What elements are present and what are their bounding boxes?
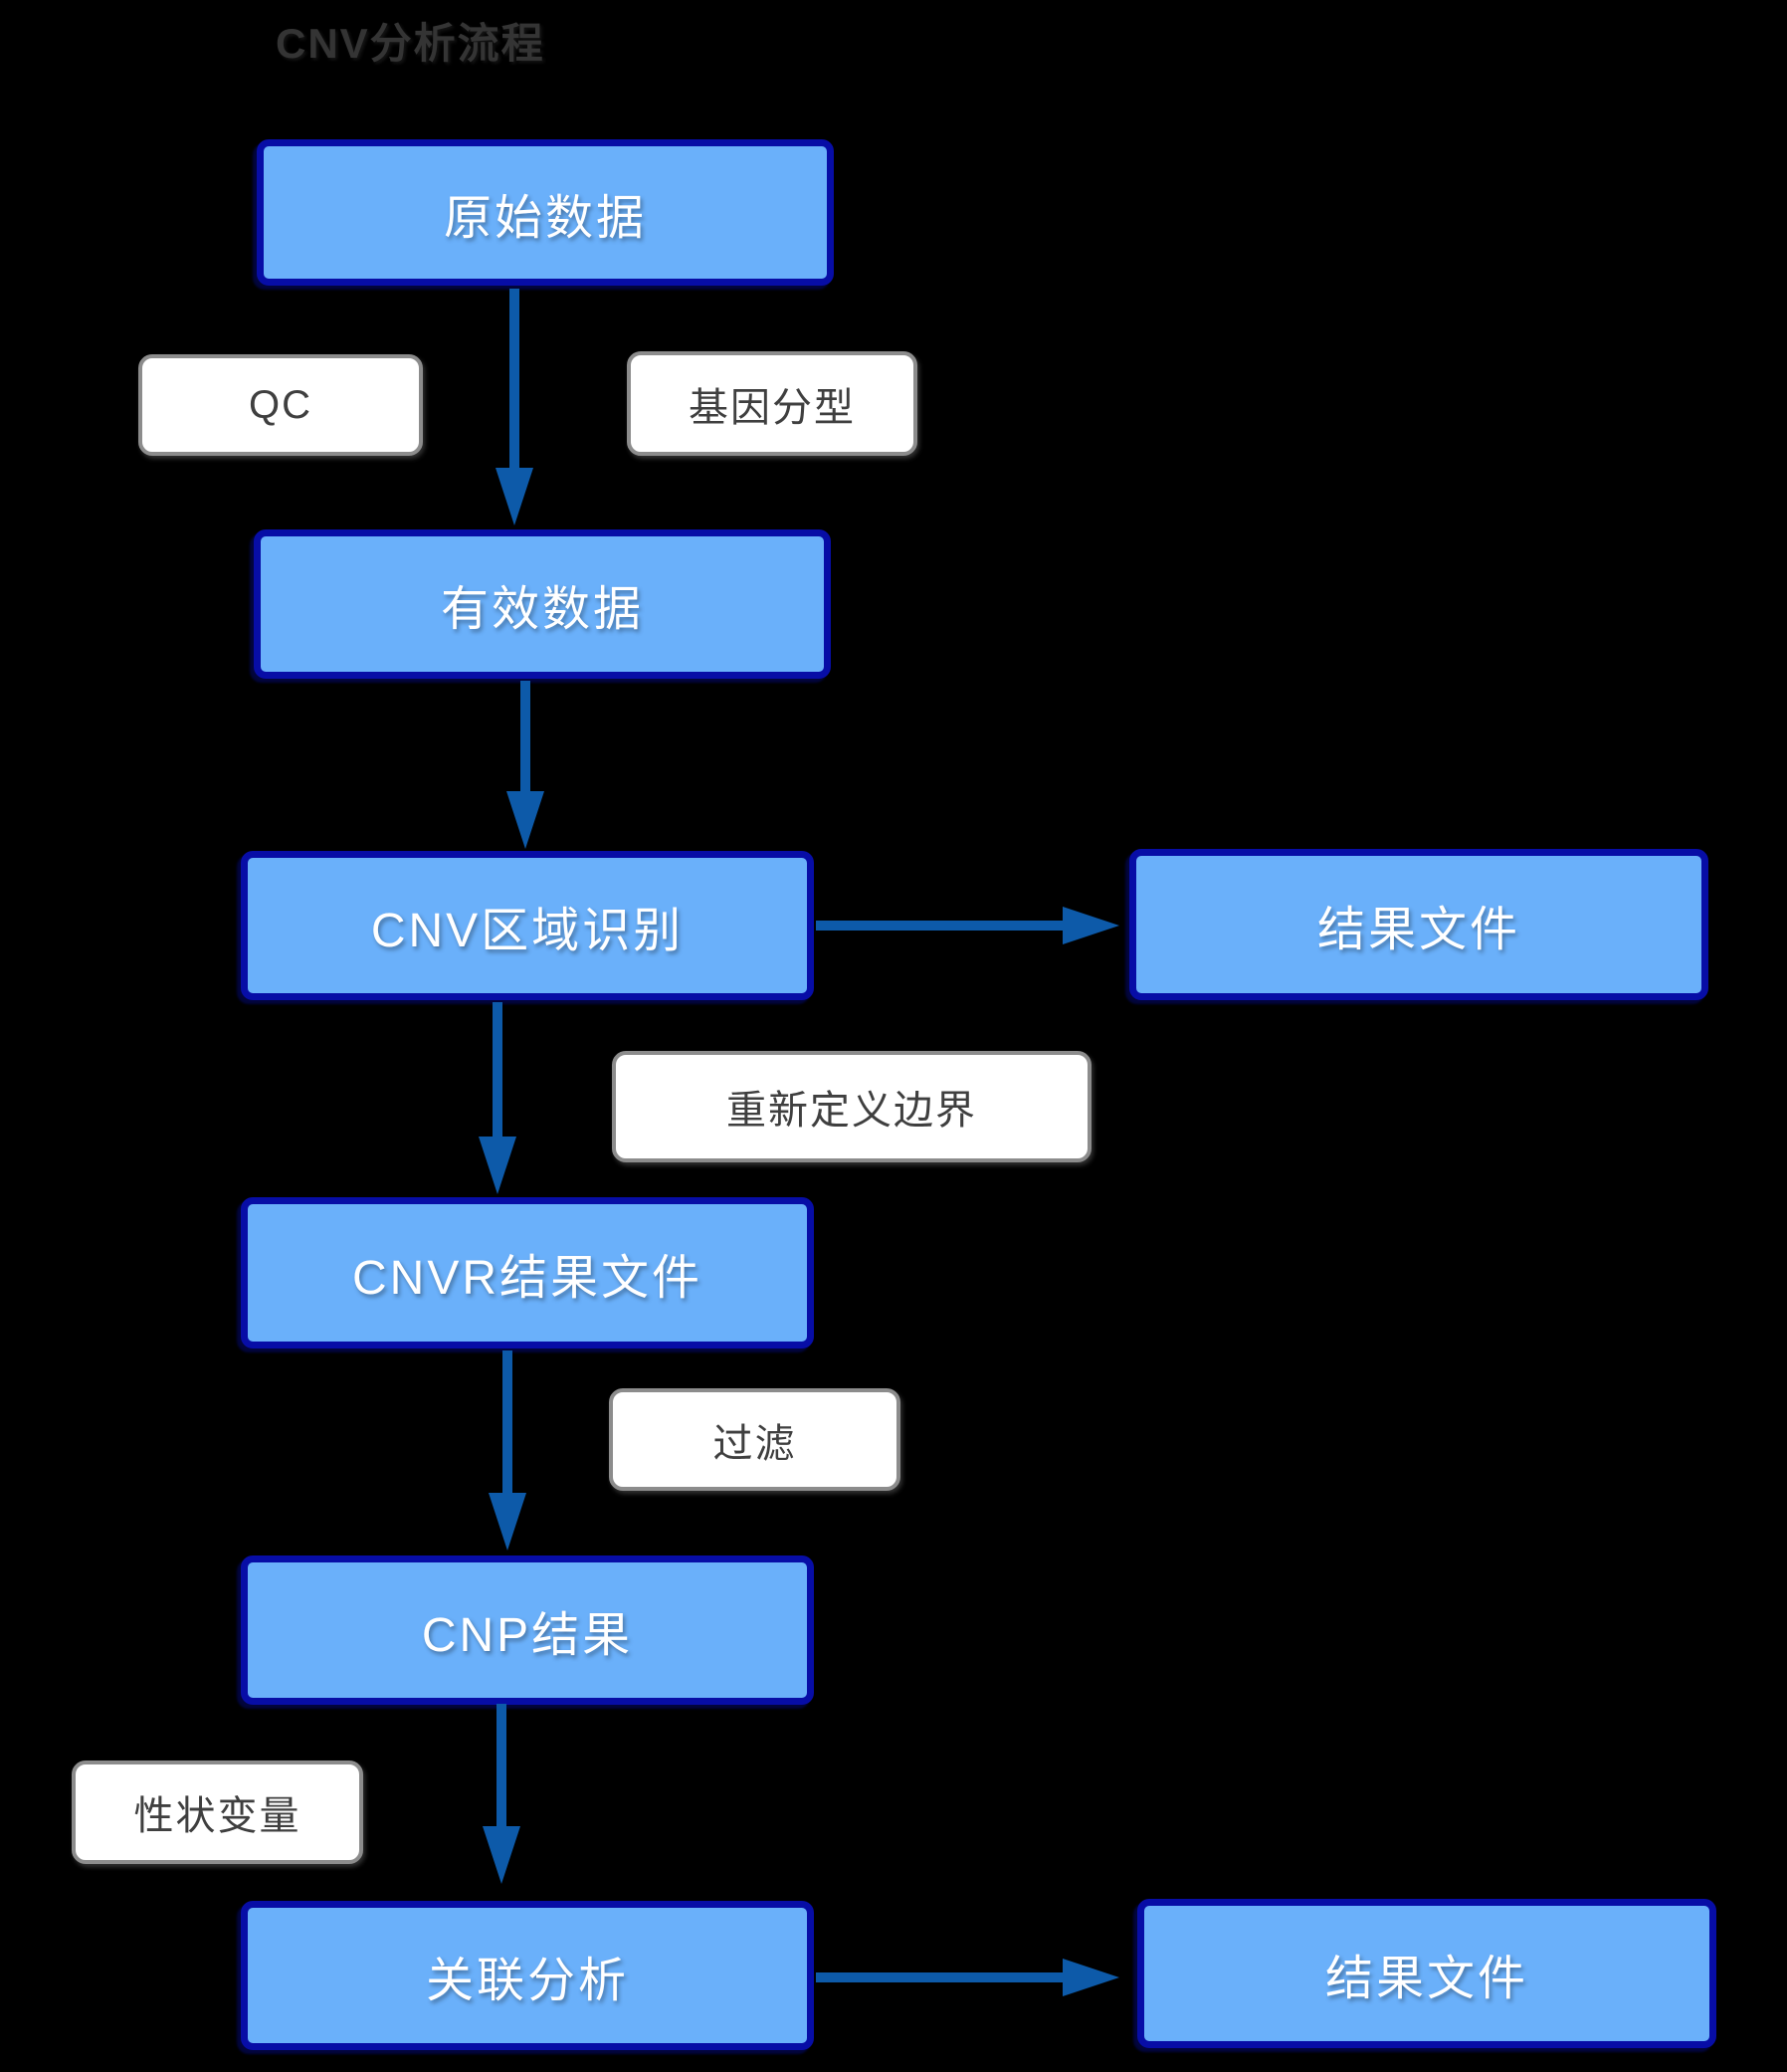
arrow-right-icon — [1063, 907, 1119, 944]
flow-node-raw-data-label: 原始数据 — [443, 191, 647, 245]
arrow-down-icon — [479, 1137, 516, 1194]
flow-node-cnv-region-identification: CNV区域识别 — [241, 851, 814, 1000]
flow-node-cnp-result: CNP结果 — [241, 1555, 814, 1705]
step-label-trait-variable: 性状变量 — [72, 1761, 363, 1864]
step-label-trait-variable-text: 性状变量 — [133, 1794, 301, 1838]
arrow-shaft — [502, 1350, 512, 1493]
step-label-genotyping-text: 基因分型 — [689, 385, 856, 430]
step-label-qc-text: QC — [249, 382, 312, 427]
flow-node-association-analysis: 关联分析 — [241, 1901, 814, 2050]
flow-node-result-file-top-label: 结果文件 — [1316, 904, 1520, 956]
flow-node-raw-data: 原始数据 — [257, 139, 834, 286]
step-label-redefine-boundary: 重新定义边界 — [612, 1051, 1092, 1162]
flow-node-valid-data-label: 有效数据 — [440, 583, 644, 636]
arrow-cnv-to-cnvr — [479, 1002, 516, 1194]
flow-node-association-analysis-label: 关联分析 — [425, 1955, 629, 2007]
arrow-shaft — [509, 289, 519, 468]
flow-node-valid-data: 有效数据 — [254, 529, 831, 679]
arrow-association-to-result-file — [816, 1959, 1119, 1996]
flow-node-result-file-bottom-label: 结果文件 — [1324, 1953, 1528, 2005]
arrow-shaft — [496, 1704, 506, 1826]
arrow-down-icon — [483, 1826, 520, 1884]
arrow-cnv-to-result-file — [816, 907, 1119, 944]
flow-node-result-file-top: 结果文件 — [1129, 849, 1708, 1000]
arrow-down-icon — [489, 1493, 526, 1551]
arrow-down-icon — [506, 791, 544, 849]
diagram-title: CNV分析流程 — [276, 20, 545, 67]
flow-node-cnv-region-identification-label: CNV区域识别 — [370, 905, 685, 957]
arrow-right-icon — [1063, 1959, 1119, 1996]
step-label-qc: QC — [138, 354, 423, 456]
arrow-shaft — [520, 681, 530, 791]
step-label-genotyping: 基因分型 — [627, 351, 917, 456]
arrow-cnvr-to-cnp — [489, 1350, 526, 1551]
arrow-cnp-to-association — [483, 1704, 520, 1884]
step-label-filter: 过滤 — [609, 1388, 900, 1491]
arrow-shaft — [816, 921, 1063, 931]
flow-node-cnvr-result-file: CNVR结果文件 — [241, 1197, 814, 1348]
step-label-filter-text: 过滤 — [712, 1421, 797, 1466]
arrow-shaft — [816, 1972, 1063, 1982]
flow-node-cnp-result-label: CNP结果 — [421, 1609, 634, 1662]
arrow-raw-to-valid — [496, 289, 533, 525]
arrow-valid-to-cnv — [506, 681, 544, 849]
arrow-down-icon — [496, 468, 533, 525]
flow-node-result-file-bottom: 结果文件 — [1137, 1899, 1716, 2048]
flow-node-cnvr-result-file-label: CNVR结果文件 — [351, 1252, 702, 1305]
step-label-redefine-boundary-text: 重新定义边界 — [726, 1089, 977, 1133]
arrow-shaft — [493, 1002, 502, 1137]
